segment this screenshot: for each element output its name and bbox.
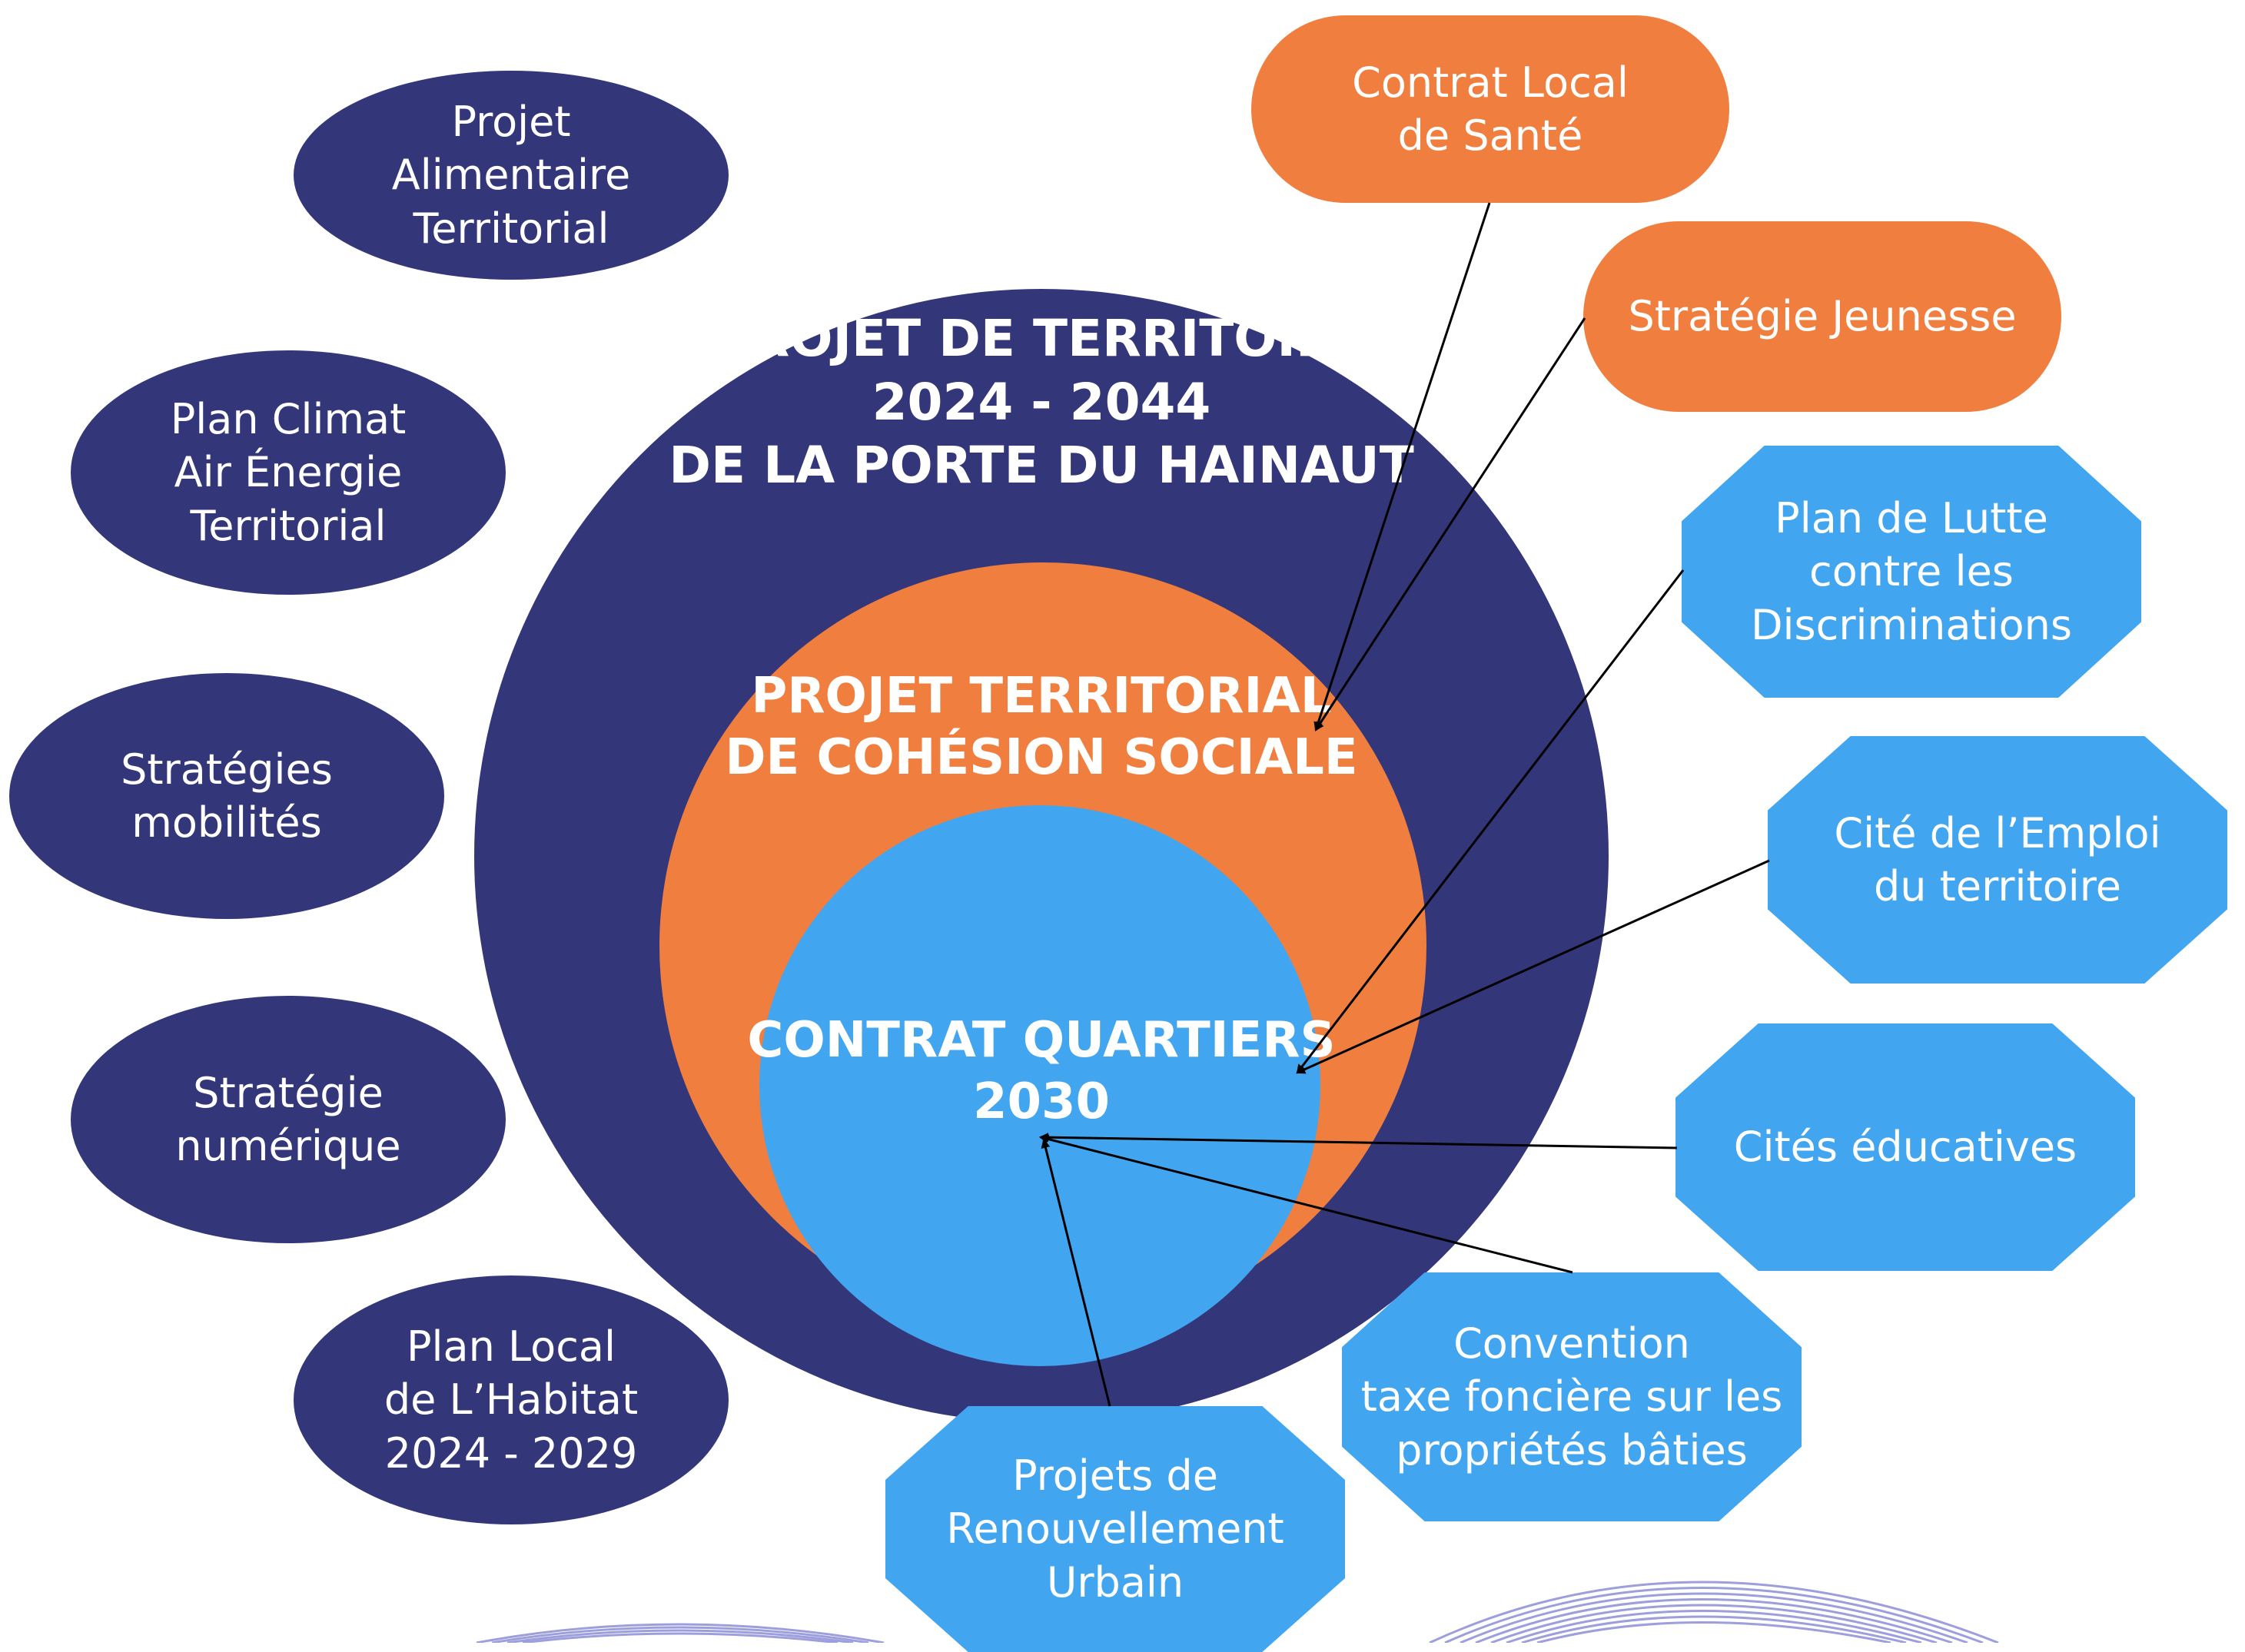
octagon-cites-educatives: Cités éducatives (1675, 1023, 2135, 1271)
inner-circle-title: CONTRAT QUARTIERS 2030 (747, 1012, 1336, 1130)
pill-label: Stratégie Jeunesse (1628, 292, 2017, 341)
ellipse-label: Plan Local de L’Habitat 2024 - 2029 (384, 1322, 639, 1478)
arrow-emploi-to-quartiers (1296, 859, 1770, 1074)
ellipse-label: Stratégie numérique (175, 1068, 401, 1170)
arrow-discriminations-to-quartiers (1296, 569, 1685, 1074)
octagon-label: Cité de l’Emploi du territoire (1834, 808, 2161, 911)
octagon-label: Convention taxe foncière sur les proprié… (1360, 1319, 1783, 1475)
ellipse-label: Plan Climat Air Énergie Territorial (170, 395, 407, 550)
ellipse-label: Projet Alimentaire Territorial (391, 98, 631, 253)
pill-contrat-local-sante: Contrat Local de Santé (1251, 15, 1729, 203)
ellipse-projet-alimentaire: Projet Alimentaire Territorial (294, 71, 729, 280)
octagon-label: Cités éducatives (1733, 1123, 2077, 1172)
octagon-cite-emploi: Cité de l’Emploi du territoire (1768, 736, 2227, 984)
pill-strategie-jeunesse: Stratégie Jeunesse (1583, 221, 2061, 412)
ellipse-strategies-mobilites: Stratégies mobilités (9, 673, 444, 919)
arrow-sante-to-cohesion (1313, 202, 1491, 731)
inner-circle-contrat-quartiers (759, 805, 1320, 1366)
octagon-label: Plan de Lutte contre les Discriminations (1750, 494, 2073, 649)
ellipse-strategie-numerique: Stratégie numérique (71, 996, 506, 1243)
outer-circle-title: PROJET DE TERRITOIRE 2024 - 2044 DE LA P… (669, 309, 1414, 495)
octagon-label: Projets de Renouvellement Urbain (946, 1451, 1284, 1607)
ellipse-label: Stratégies mobilités (121, 745, 333, 847)
arrow-renouvellement-to-quartiers (1041, 1139, 1111, 1407)
octagon-plan-lutte-discriminations: Plan de Lutte contre les Discriminations (1682, 446, 2141, 698)
pill-label: Contrat Local de Santé (1352, 58, 1629, 160)
arrow-educatives-to-quartiers (1039, 1133, 1678, 1149)
octagon-convention-taxe-fonciere: Convention taxe foncière sur les proprié… (1342, 1272, 1802, 1521)
middle-circle-title: PROJET TERRITORIAL DE COHÉSION SOCIALE (725, 668, 1358, 786)
ellipse-plan-local-habitat: Plan Local de L’Habitat 2024 - 2029 (294, 1275, 729, 1524)
ellipse-plan-climat: Plan Climat Air Énergie Territorial (71, 350, 506, 595)
arrow-taxe-to-quartiers (1039, 1134, 1573, 1274)
arrow-jeunesse-to-cohesion (1314, 317, 1586, 731)
octagon-projets-renouvellement-urbain: Projets de Renouvellement Urbain (885, 1406, 1345, 1652)
